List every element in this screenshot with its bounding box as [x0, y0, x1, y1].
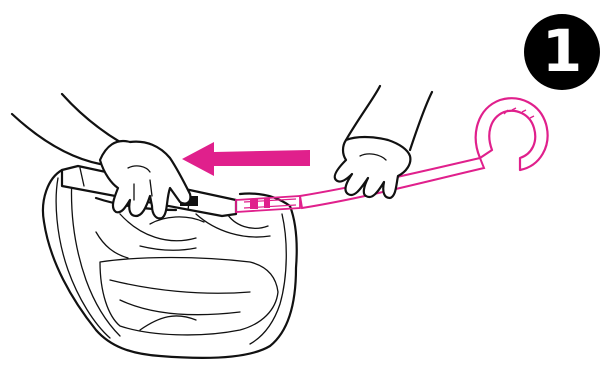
- arrow-left-icon: [182, 142, 310, 176]
- right-arm-hand: [333, 84, 434, 200]
- left-arm-hand: [10, 92, 192, 220]
- step-number-badge: 1: [524, 14, 600, 90]
- step-number: 1: [541, 17, 583, 85]
